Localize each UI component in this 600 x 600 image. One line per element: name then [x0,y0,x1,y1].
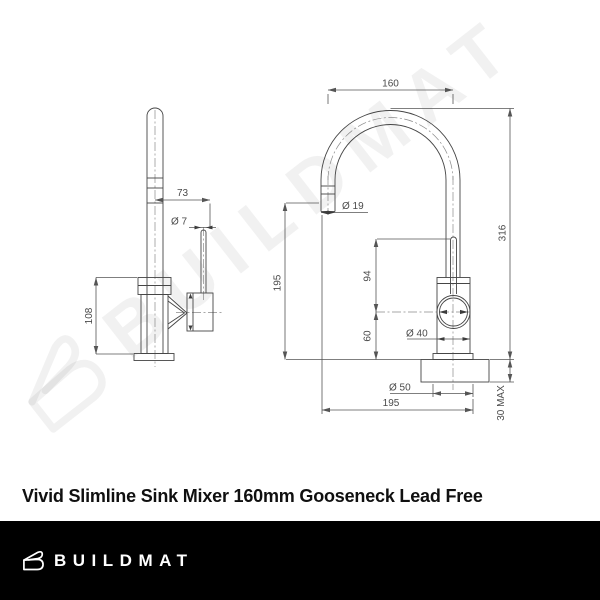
buildmat-logo-icon [23,550,44,571]
front-view-drawing: 160 316 Ø 19 195 94 60 Ø [273,79,514,421]
buildmat-logo-text: BUILDMAT [54,550,194,570]
footer-bar: BUILDMAT [0,521,600,600]
dim-spout-width: 160 [382,79,399,90]
dim-overall-height: 316 [498,224,509,241]
dim-body-diameter: Ø 40 [406,329,428,340]
buildmat-logo: BUILDMAT [20,548,194,573]
dim-base-diameter: Ø 50 [389,383,411,394]
dim-bench-thickness: 30 MAX [496,385,507,421]
dim-lever-top-height: 94 [363,270,374,282]
dim-handle-projection: 73 [177,188,189,199]
dim-outlet-clearance: 195 [273,274,284,291]
dim-body-height: 108 [84,307,95,324]
product-title: Vivid Slimline Sink Mixer 160mm Goosenec… [22,486,483,506]
dim-lever-diameter: Ø 7 [171,217,188,228]
technical-drawing: 73 Ø 7 108 [84,79,514,421]
side-view-drawing: 73 Ø 7 108 [84,107,222,367]
dim-spout-diameter: Ø 19 [342,201,364,212]
dim-body-centre-height: 60 [363,330,374,342]
dim-overall-projection: 195 [383,398,400,409]
